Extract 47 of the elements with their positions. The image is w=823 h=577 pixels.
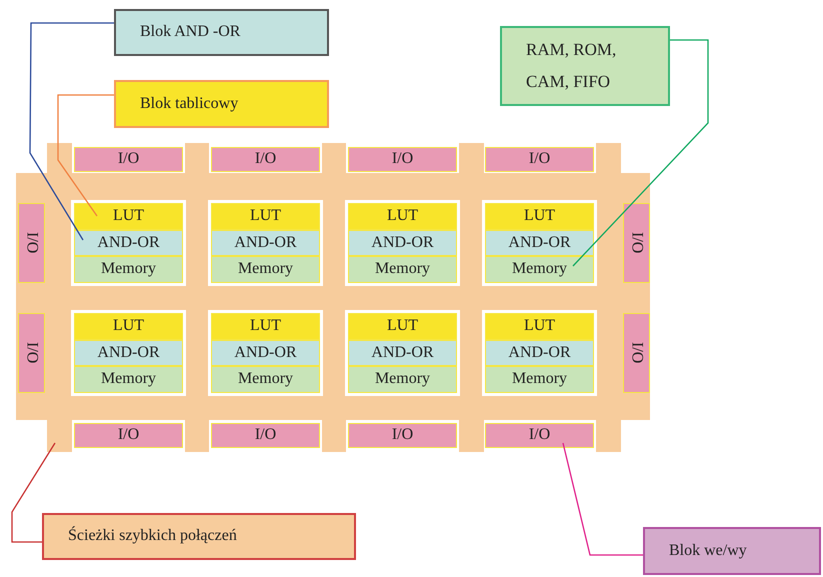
lut-callout: Blok tablicowy: [114, 80, 329, 128]
lut-block: LUT: [348, 313, 457, 340]
leader-line: [29, 22, 114, 240]
leader-line: [57, 94, 114, 216]
memory-block: Memory: [485, 366, 594, 393]
io-block: I/O: [485, 147, 594, 172]
lut-block: LUT: [211, 313, 320, 340]
io-block: I/O: [485, 423, 594, 448]
lut-block: LUT: [211, 203, 320, 230]
and-or-callout: Blok AND -OR: [114, 9, 329, 56]
io-block: I/O: [211, 147, 320, 172]
and-or-block: AND-OR: [74, 230, 183, 256]
io-block: I/O: [74, 423, 183, 448]
lut-block: LUT: [485, 203, 594, 230]
io-block: I/O: [623, 313, 650, 393]
memory-block: Memory: [211, 256, 320, 283]
routing-fabric: [16, 143, 650, 452]
lut-block: LUT: [485, 313, 594, 340]
io-block: I/O: [348, 423, 457, 448]
and-or-block: AND-OR: [348, 340, 457, 366]
io-block: I/O: [18, 313, 45, 393]
memory-callout: RAM, ROM, CAM, FIFO: [500, 26, 670, 106]
lut-block: LUT: [74, 313, 183, 340]
io-block: I/O: [623, 203, 650, 283]
memory-block: Memory: [74, 256, 183, 283]
io-block: I/O: [348, 147, 457, 172]
memory-block: Memory: [485, 256, 594, 283]
leader-line: [572, 39, 709, 266]
lut-block: LUT: [348, 203, 457, 230]
and-or-block: AND-OR: [211, 230, 320, 256]
leader-line: [562, 442, 643, 556]
io-block: I/O: [74, 147, 183, 172]
io-block: I/O: [211, 423, 320, 448]
and-or-block: AND-OR: [211, 340, 320, 366]
io-callout: Blok we/wy: [643, 527, 821, 575]
memory-block: Memory: [74, 366, 183, 393]
leader-line: [11, 442, 56, 543]
and-or-block: AND-OR: [485, 340, 594, 366]
and-or-block: AND-OR: [485, 230, 594, 256]
routing-callout: Ścieżki szybkich połączeń: [42, 513, 356, 560]
memory-block: Memory: [348, 366, 457, 393]
and-or-block: AND-OR: [348, 230, 457, 256]
and-or-block: AND-OR: [74, 340, 183, 366]
lut-block: LUT: [74, 203, 183, 230]
io-block: I/O: [18, 203, 45, 283]
memory-block: Memory: [211, 366, 320, 393]
memory-block: Memory: [348, 256, 457, 283]
